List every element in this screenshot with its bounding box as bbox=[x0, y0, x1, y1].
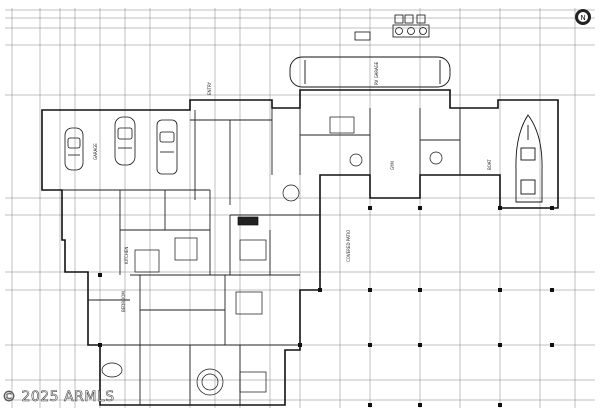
car-icon bbox=[156, 119, 178, 175]
svg-text:N: N bbox=[581, 14, 586, 22]
column-marker bbox=[498, 206, 502, 210]
svg-text:COVERED PATIO: COVERED PATIO bbox=[346, 230, 351, 262]
column-marker bbox=[498, 403, 502, 407]
svg-text:BOAT: BOAT bbox=[487, 159, 492, 170]
column-marker bbox=[498, 343, 502, 347]
svg-text:GARAGE: GARAGE bbox=[93, 143, 98, 160]
svg-text:RV GARAGE: RV GARAGE bbox=[374, 61, 379, 85]
svg-text:BEDROOM: BEDROOM bbox=[121, 291, 126, 312]
car-icon bbox=[114, 116, 136, 166]
interior-walls bbox=[62, 108, 461, 405]
room-labels: GARAGE RV GARAGE BOAT ENTRY GYM BEDROOM … bbox=[93, 61, 492, 312]
column-marker bbox=[98, 343, 102, 347]
column-marker bbox=[368, 206, 372, 210]
exterior-walls bbox=[41, 89, 559, 406]
boat-icon bbox=[515, 114, 543, 203]
column-marker bbox=[418, 288, 422, 292]
column-marker bbox=[550, 343, 554, 347]
column-marker bbox=[318, 288, 322, 292]
column-marker bbox=[368, 403, 372, 407]
svg-text:GYM: GYM bbox=[390, 161, 395, 170]
garage-cars bbox=[64, 116, 178, 175]
rv-icon bbox=[289, 56, 451, 88]
column-marker bbox=[550, 206, 554, 210]
svg-text:KITCHEN: KITCHEN bbox=[124, 247, 129, 264]
svg-text:ENTRY: ENTRY bbox=[207, 82, 212, 95]
watermark-text: © 2025 ARMLS bbox=[2, 389, 115, 406]
fixtures bbox=[101, 116, 443, 396]
column-marker bbox=[418, 403, 422, 407]
mechanical-units bbox=[354, 14, 430, 41]
north-arrow-icon: N bbox=[575, 9, 591, 25]
car-icon bbox=[64, 127, 84, 171]
column-marker bbox=[98, 273, 102, 277]
column-marker bbox=[418, 343, 422, 347]
column-marker bbox=[418, 206, 422, 210]
column-marker bbox=[368, 343, 372, 347]
column-marker bbox=[550, 288, 554, 292]
column-marker bbox=[298, 343, 302, 347]
column-marker bbox=[498, 288, 502, 292]
column-marker bbox=[368, 288, 372, 292]
column-markers bbox=[98, 206, 554, 407]
